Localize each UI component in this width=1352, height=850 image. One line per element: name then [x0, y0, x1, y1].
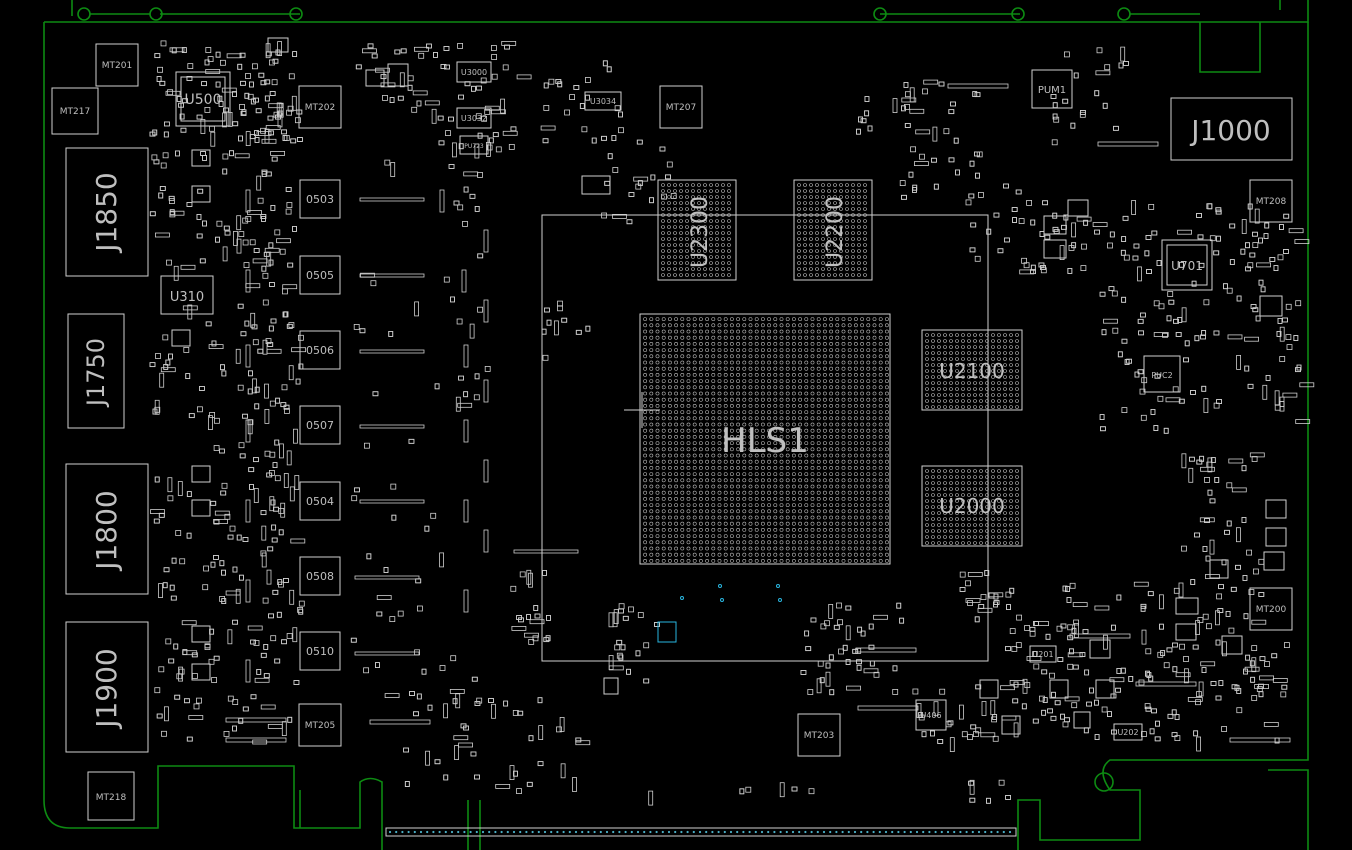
mount-hole-mt217: MT217 [51, 87, 99, 135]
ic-pum1: PUM1 [1031, 69, 1073, 109]
connector-j1750: J1750 [67, 313, 125, 429]
passive-components [149, 37, 1315, 806]
svg-text:0508: 0508 [306, 570, 334, 583]
svg-text:0504: 0504 [306, 495, 334, 508]
highlighted-component [657, 584, 782, 643]
svg-text:MT200: MT200 [1256, 605, 1287, 615]
svg-text:0506: 0506 [306, 344, 334, 357]
svg-text:U701: U701 [1171, 259, 1203, 273]
connector-j1000: J1000 [1170, 97, 1293, 161]
svg-text:U3032: U3032 [461, 114, 487, 123]
connector-j1850: J1850 [65, 147, 149, 277]
connector-j1900: J1900 [65, 621, 149, 753]
vrm-0503: 0503 [299, 179, 341, 219]
ic-puc2: PUC2 [1143, 355, 1181, 393]
memory-chip-u2200: U2200 [793, 179, 873, 281]
svg-text:J1000: J1000 [1189, 114, 1271, 147]
svg-text:U3034: U3034 [590, 97, 616, 106]
svg-text:MT207: MT207 [666, 103, 696, 113]
mount-hole-mt202: MT202 [298, 85, 342, 129]
ic-u201: U201 [1029, 645, 1057, 663]
svg-text:U2300: U2300 [688, 196, 713, 268]
vrm-0505: 0505 [299, 255, 341, 295]
ic-u3000: U3000 [456, 61, 492, 83]
svg-text:0505: 0505 [306, 269, 334, 282]
ic-u310: U310 [160, 275, 214, 315]
svg-text:PU723: PU723 [464, 143, 484, 150]
svg-text:MT202: MT202 [305, 103, 335, 113]
svg-text:MT201: MT201 [102, 61, 132, 71]
ic-u406: U406 [915, 699, 947, 731]
svg-text:U310: U310 [170, 290, 204, 305]
svg-text:MT218: MT218 [96, 793, 127, 803]
board-outline [43, 0, 1309, 850]
svg-text:0503: 0503 [306, 193, 334, 206]
pcie-edge-connector [385, 827, 1017, 837]
svg-text:U406: U406 [920, 711, 941, 720]
svg-text:0507: 0507 [306, 419, 334, 432]
connector-j1800: J1800 [65, 463, 149, 595]
gpu-bga-package [639, 313, 891, 565]
svg-text:J1850: J1850 [90, 172, 123, 254]
svg-text:U201: U201 [1032, 650, 1053, 659]
mount-hole-mt207: MT207 [659, 85, 703, 129]
mount-hole-mt203: MT203 [797, 713, 841, 757]
ic-pu723: PU723 [459, 135, 489, 155]
svg-text:MT203: MT203 [804, 731, 834, 741]
svg-text:U2100: U2100 [939, 359, 1005, 383]
memory-chip-u2000: U2000 [921, 465, 1023, 547]
svg-text:MT217: MT217 [60, 107, 90, 117]
vrm-0510: 0510 [299, 631, 341, 671]
gpu-label: HLS1 [721, 421, 809, 461]
mount-hole-mt200: MT200 [1249, 587, 1293, 631]
svg-text:0510: 0510 [306, 645, 334, 658]
svg-text:J1900: J1900 [90, 648, 123, 730]
vrm-0508: 0508 [299, 556, 341, 596]
mount-hole-mt218: MT218 [87, 771, 135, 821]
svg-text:J1800: J1800 [90, 490, 123, 572]
svg-text:U3000: U3000 [461, 68, 487, 77]
mount-hole-mt201: MT201 [95, 43, 139, 87]
ic-u202: U202 [1113, 723, 1143, 741]
svg-text:J1750: J1750 [82, 338, 110, 408]
vrm-0504: 0504 [299, 481, 341, 521]
svg-text:PUM1: PUM1 [1038, 85, 1066, 96]
vrm-0507: 0507 [299, 405, 341, 445]
ic-u3032: U3032 [456, 107, 492, 129]
ic-u3034: U3034 [584, 91, 622, 111]
svg-text:MT208: MT208 [1256, 197, 1287, 207]
svg-text:U500: U500 [185, 92, 222, 108]
memory-chip-u2300: U2300 [657, 179, 737, 281]
vrm-0506: 0506 [299, 330, 341, 370]
ic-u701: U701 [1161, 239, 1213, 291]
mount-hole-mt208: MT208 [1249, 179, 1293, 223]
svg-text:MT205: MT205 [305, 721, 335, 731]
svg-text:U2200: U2200 [823, 196, 848, 268]
ic-u500: U500 [175, 71, 231, 127]
mount-hole-mt205: MT205 [298, 703, 342, 747]
memory-chip-u2100: U2100 [921, 329, 1023, 411]
svg-text:U2000: U2000 [939, 494, 1005, 518]
svg-text:U202: U202 [1117, 728, 1138, 737]
svg-text:PUC2: PUC2 [1151, 371, 1172, 380]
gpu-keepout-frame [541, 214, 989, 662]
